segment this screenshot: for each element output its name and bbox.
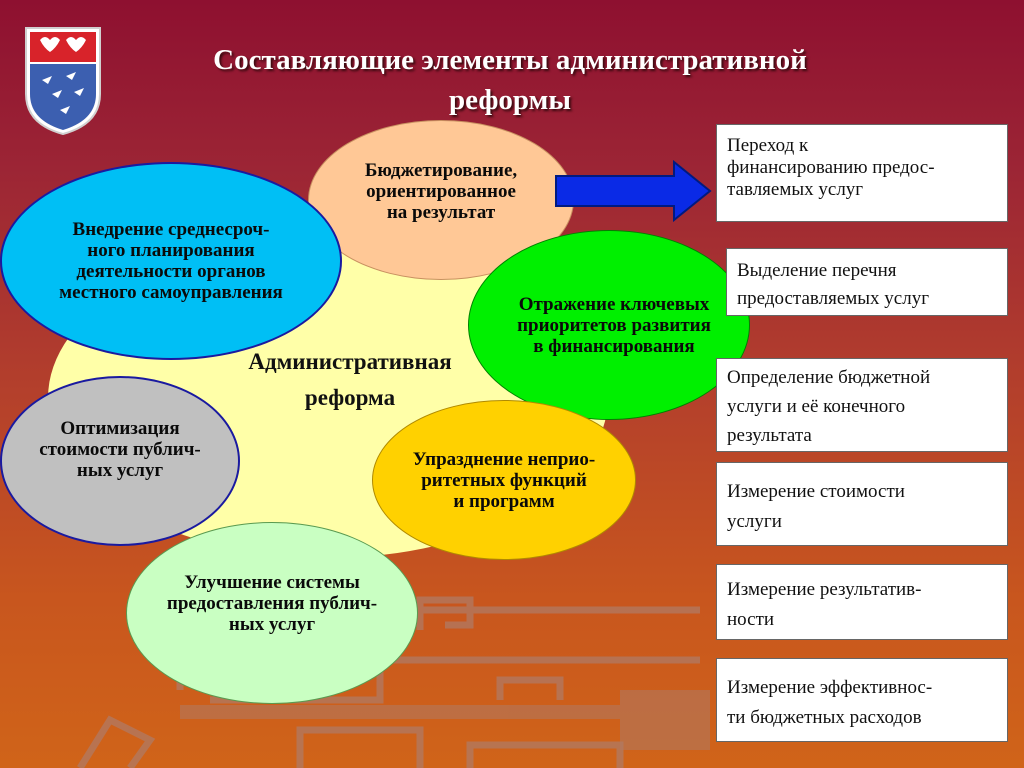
ellipse-text: Улучшение системы xyxy=(184,571,360,593)
ellipse-abolition: Упразднение неприо- ритетных функций и п… xyxy=(372,400,636,560)
box-text: результата xyxy=(727,425,812,446)
box-service-definition: Определение бюджетной услуги и её конечн… xyxy=(716,358,1008,452)
central-label-line-2: реформа xyxy=(304,385,396,410)
box-text: Измерение эффективнос- xyxy=(727,677,933,698)
box-text: ности xyxy=(727,609,775,630)
box-text: услуги и её конечного xyxy=(727,396,906,417)
ellipse-text: ных услуг xyxy=(76,459,164,481)
arrow-right-icon xyxy=(555,160,712,222)
ellipse-text: деятельности органов xyxy=(76,261,266,282)
title-line-1: Составляющие элементы административной xyxy=(213,44,807,76)
box-text: предоставляемых услуг xyxy=(737,288,930,309)
ellipse-text: Бюджетирование, xyxy=(364,159,518,181)
ellipse-service-improvement: Улучшение системы предоставления публич-… xyxy=(126,522,418,704)
ellipse-text: предоставления публич- xyxy=(166,592,378,614)
box-text: услуги xyxy=(727,511,782,532)
title-line-2: реформы xyxy=(448,84,571,116)
ellipse-text: на результат xyxy=(386,201,496,223)
ellipse-text: местного самоуправления xyxy=(59,282,283,303)
ellipse-text: ных услуг xyxy=(228,613,316,635)
ellipse-text: ного планирования xyxy=(87,240,255,261)
ellipse-text: Упразднение неприо- xyxy=(412,448,596,470)
box-services-list: Выделение перечня предоставляемых услуг xyxy=(726,248,1008,316)
city-coat-of-arms-icon xyxy=(25,27,101,136)
box-text: Измерение результатив- xyxy=(727,579,922,600)
box-text: Измерение стоимости xyxy=(727,481,905,502)
box-efficiency-measurement: Измерение эффективнос- ти бюджетных расх… xyxy=(716,658,1008,742)
box-cost-measurement: Измерение стоимости услуги xyxy=(716,462,1008,546)
box-text: Выделение перечня xyxy=(737,260,897,281)
ellipse-text: ориентированное xyxy=(366,180,516,202)
ellipse-text: ритетных функций xyxy=(421,469,587,491)
slide-title: Составляющие элементы административной р… xyxy=(150,40,870,120)
ellipse-medium-term-planning: Внедрение среднесроч- ного планирования … xyxy=(0,162,342,360)
box-text: тавляемых услуг xyxy=(727,179,864,200)
box-text: Определение бюджетной xyxy=(727,367,931,388)
box-financing-transition: Переход к финансированию предос- тавляем… xyxy=(716,124,1008,222)
ellipse-text: Внедрение среднесроч- xyxy=(72,219,270,240)
box-text: ти бюджетных расходов xyxy=(727,707,922,728)
central-label: Административная реформа xyxy=(190,344,510,416)
ellipse-text: Оптимизация xyxy=(60,417,180,439)
ellipse-text: стоимости публич- xyxy=(39,438,201,460)
ellipse-text: приоритетов развития xyxy=(517,314,711,336)
central-label-line-1: Административная xyxy=(248,349,452,374)
ellipse-text: в финансирования xyxy=(533,335,695,357)
ellipse-cost-optimization: Оптимизация стоимости публич- ных услуг xyxy=(0,376,240,546)
box-result-measurement: Измерение результатив- ности xyxy=(716,564,1008,640)
box-text: Переход к xyxy=(727,135,809,156)
ellipse-priorities: Отражение ключевых приоритетов развития … xyxy=(468,230,750,420)
ellipse-text: Отражение ключевых xyxy=(518,293,710,315)
box-text: финансированию предос- xyxy=(727,157,935,178)
ellipse-text: и программ xyxy=(453,490,555,512)
